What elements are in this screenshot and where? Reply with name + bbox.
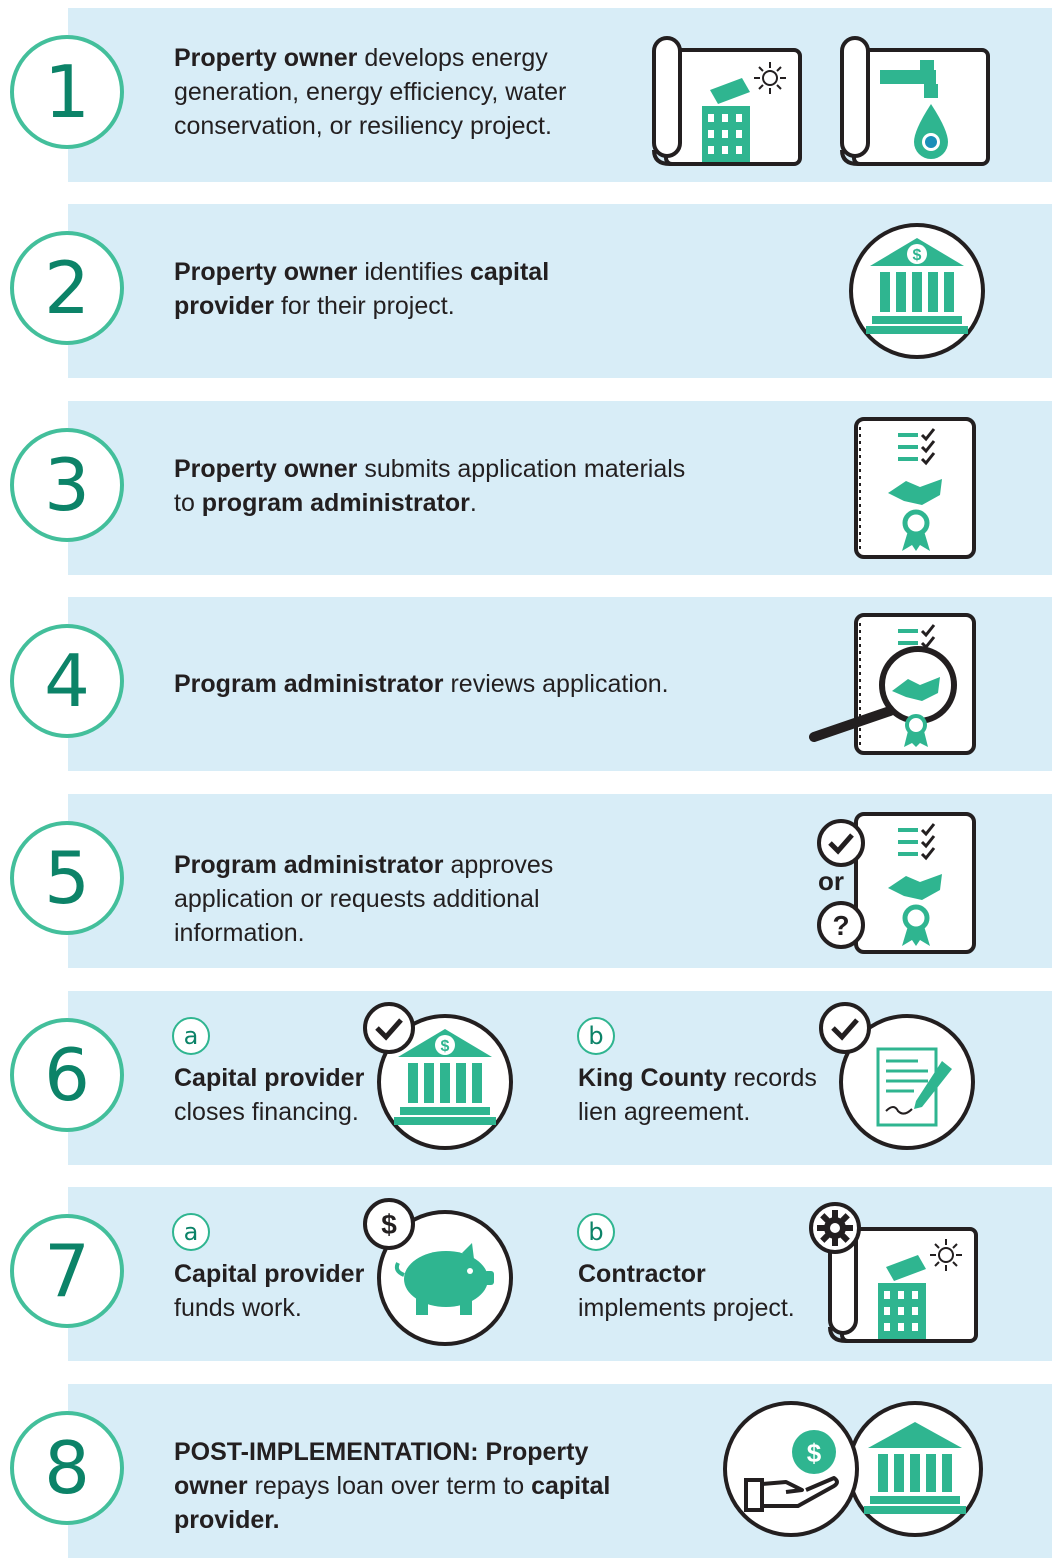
step-2: 2 Property owner identifies capital prov… xyxy=(0,204,1052,378)
step-text: Program administrator approves applicati… xyxy=(174,851,554,947)
dollar-icon: $ xyxy=(363,1198,415,1250)
piggy-bank-icon xyxy=(377,1210,513,1346)
question-icon: ? xyxy=(817,901,865,949)
step-number: 8 xyxy=(10,1411,124,1525)
application-document-icon xyxy=(854,417,976,559)
svg-text:$: $ xyxy=(807,1438,822,1468)
svg-text:$: $ xyxy=(913,247,922,264)
step-text: Property owner develops energy generatio… xyxy=(174,44,567,140)
bank-icon: $ xyxy=(849,223,985,359)
step-3: 3 Property owner submits application mat… xyxy=(0,401,1052,575)
step-text: POST-IMPLEMENTATION: Property owner repa… xyxy=(174,1438,611,1534)
bank-icon: $ xyxy=(377,1014,513,1150)
blueprint-water-faucet-icon xyxy=(840,36,990,166)
magnifier-review-icon xyxy=(809,613,976,755)
step-4: 4 Program administrator reviews applicat… xyxy=(0,597,1052,771)
step-number: 3 xyxy=(10,428,124,542)
blueprint-solar-building-icon xyxy=(652,36,802,166)
substep-a-badge: a xyxy=(172,1213,210,1251)
check-icon xyxy=(817,819,865,867)
step-5: 5 Program administrator approves applica… xyxy=(0,794,1052,968)
substep-a-badge: a xyxy=(172,1017,210,1055)
hand-dollar-icon: $ xyxy=(723,1401,859,1537)
step-number: 1 xyxy=(10,35,124,149)
bank-icon xyxy=(847,1401,983,1537)
substep-b-badge: b xyxy=(577,1017,615,1055)
step-number: 2 xyxy=(10,231,124,345)
step-text: Property owner identifies capital provid… xyxy=(174,258,550,320)
gear-icon xyxy=(809,1202,861,1254)
step-number: 7 xyxy=(10,1214,124,1328)
svg-text:$: $ xyxy=(381,1209,397,1240)
svg-text:?: ? xyxy=(832,910,849,941)
check-icon xyxy=(819,1002,871,1054)
step-text: Property owner submits application mater… xyxy=(174,455,686,517)
step-8: 8 POST-IMPLEMENTATION: Property owner re… xyxy=(0,1384,1052,1558)
or-label: or xyxy=(818,866,844,896)
signed-document-icon xyxy=(839,1014,975,1150)
substep-b-badge: b xyxy=(577,1213,615,1251)
step-number: 4 xyxy=(10,624,124,738)
check-icon xyxy=(363,1002,415,1054)
blueprint-solar-building-icon xyxy=(828,1221,978,1343)
step-1: 1 Property owner develops energy generat… xyxy=(0,8,1052,182)
step-number: 5 xyxy=(10,821,124,935)
step-number: 6 xyxy=(10,1018,124,1132)
svg-text:$: $ xyxy=(441,1038,450,1055)
step-text: Program administrator reviews applicatio… xyxy=(174,670,669,698)
application-document-icon xyxy=(854,812,976,954)
